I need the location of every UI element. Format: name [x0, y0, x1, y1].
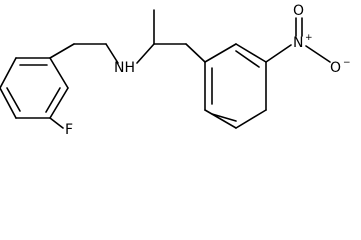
- bond: [204, 109, 237, 129]
- bond: [49, 87, 69, 119]
- nitro-oxygen-right-label: O: [330, 60, 341, 76]
- nitro-nitrogen-charge: +: [305, 33, 313, 43]
- nitrophenyl-ring: [185, 43, 267, 129]
- bond: [0, 57, 17, 89]
- double-bond: [45, 87, 61, 113]
- bond: [105, 43, 119, 64]
- fluorine-label: F: [65, 122, 73, 136]
- bond-c-n: [265, 44, 292, 63]
- bond: [204, 43, 237, 63]
- nitro-oxygen-top-label: O: [293, 3, 304, 19]
- bond: [235, 109, 267, 129]
- bond: [136, 43, 155, 64]
- double-bond: [235, 50, 260, 68]
- double-bond: [211, 113, 237, 122]
- nitro-oxygen-charge: −: [343, 58, 351, 68]
- structure-drawing: F NH N + O O −: [0, 3, 351, 136]
- bond: [235, 43, 267, 63]
- fluorophenyl-ring: [0, 57, 69, 119]
- bond-n-o: [305, 45, 331, 63]
- bond: [49, 57, 69, 89]
- bond: [0, 87, 17, 119]
- bond-c-f: [49, 117, 64, 129]
- amine-label: NH: [114, 60, 135, 76]
- nitro-nitrogen-label: N: [293, 35, 303, 51]
- molecule-diagram: F NH N + O O −: [0, 3, 351, 136]
- bond: [185, 43, 206, 63]
- double-bond: [6, 87, 21, 112]
- bond: [49, 43, 75, 59]
